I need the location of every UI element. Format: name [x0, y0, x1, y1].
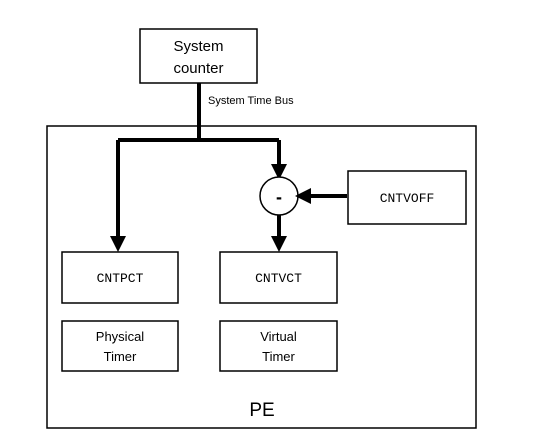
- cntpct-box: [61, 251, 179, 304]
- cntvct-label: CNTVCT: [255, 271, 302, 286]
- physical-timer-box: [61, 320, 179, 372]
- physical-timer-label-line1: Physical: [96, 329, 145, 344]
- physical-timer-label-line2: Timer: [104, 349, 137, 364]
- cntpct-label: CNTPCT: [97, 271, 144, 286]
- cntvct-box: [219, 251, 338, 304]
- virtual-timer-label-line2: Timer: [262, 349, 295, 364]
- virtual-timer-box: [219, 320, 338, 372]
- cntvoff-box: [347, 170, 467, 225]
- system-counter-label-line2: counter: [173, 60, 223, 77]
- pe-label: PE: [249, 400, 274, 421]
- subtract-symbol: -: [276, 187, 282, 207]
- virtual-timer-label-line1: Virtual: [260, 329, 297, 344]
- cntvoff-label: CNTVOFF: [380, 191, 435, 206]
- system-time-bus-label: System Time Bus: [208, 95, 294, 107]
- system-counter-label-line1: System: [173, 38, 223, 55]
- pe-box: [46, 125, 477, 429]
